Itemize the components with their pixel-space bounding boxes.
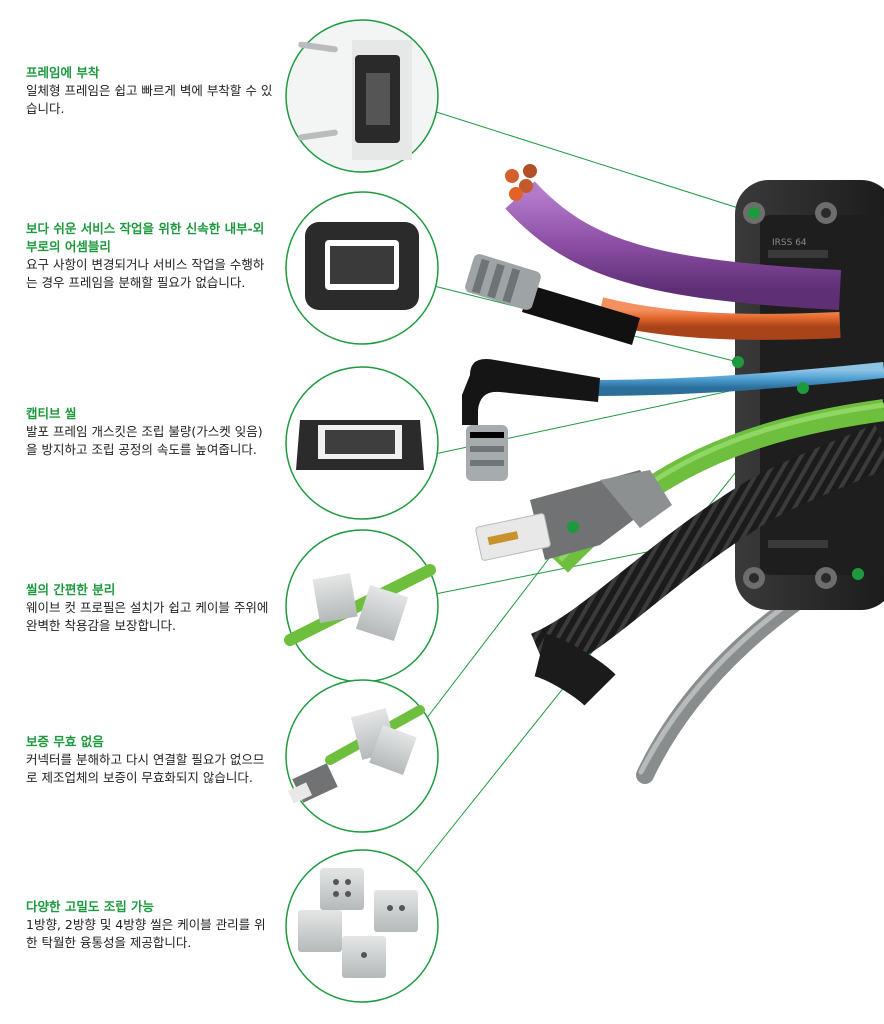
- feature-fast-assembly: 보다 쉬운 서비스 작업을 위한 신속한 내부-외부로의 어셈블리 요구 사항이…: [26, 220, 274, 292]
- feature-captive-seal: 캡티브 씰 발포 프레임 개스킷은 조립 불량(가스켓 잊음)을 방지하고 조립…: [26, 405, 274, 459]
- purple-cable: [505, 181, 842, 310]
- detail-circle-easy-separation: [284, 529, 439, 683]
- feature-title: 캡티브 씰: [26, 406, 77, 421]
- purple-cable-cores: [505, 164, 537, 201]
- feature-desc: 일체형 프레임은 쉽고 빠르게 벽에 부착할 수 있습니다.: [26, 83, 273, 116]
- feature-desc: 발포 프레임 개스킷은 조립 불량(가스켓 잊음)을 방지하고 조립 공정의 속…: [26, 424, 263, 457]
- feature-title: 보증 무효 없음: [26, 734, 104, 749]
- corrugated-conduit: [530, 423, 884, 677]
- feature-multi-density: 다양한 고밀도 조립 가능 1방향, 2방향 및 4방향 씰은 케이블 관리를 …: [26, 898, 274, 952]
- blue-cable: [589, 362, 884, 396]
- rj45-connector: [475, 470, 672, 561]
- feature-warranty: 보증 무효 없음 커넥터를 분해하고 다시 연결할 필요가 없으므로 제조업체의…: [26, 733, 274, 787]
- feature-title: 씰의 간편한 분리: [26, 582, 116, 597]
- product-label: IRSS 64: [772, 238, 807, 248]
- feature-title: 보다 쉬운 서비스 작업을 위한 신속한 내부-외부로의 어셈블리: [26, 221, 265, 254]
- feature-desc: 요구 사항이 변경되거나 서비스 작업을 수행하는 경우 프레임을 분해할 필요…: [26, 257, 265, 290]
- m12-angled-connector: [462, 359, 600, 481]
- feature-desc: 웨이브 컷 프로필은 설치가 쉽고 케이블 주위에 완벽한 착용감을 보장합니다…: [26, 600, 269, 633]
- m12-straight-connector: [465, 254, 640, 345]
- feature-title: 다양한 고밀도 조립 가능: [26, 899, 155, 914]
- detail-circle-frame-mounting: [285, 19, 439, 173]
- feature-desc: 커넥터를 분해하고 다시 연결할 필요가 없으므로 제조업체의 보증이 무효화되…: [26, 752, 265, 785]
- detail-circle-fast-assembly: [285, 191, 439, 345]
- feature-frame-mounting: 프레임에 부착 일체형 프레임은 쉽고 빠르게 벽에 부착할 수 있습니다.: [26, 64, 274, 118]
- feature-desc: 1방향, 2방향 및 4방향 씰은 케이블 관리를 위한 탁월한 융통성을 제공…: [26, 917, 266, 950]
- feature-easy-separation: 씰의 간편한 분리 웨이브 컷 프로필은 설치가 쉽고 케이블 주위에 완벽한 …: [26, 581, 274, 635]
- detail-circle-multi-density: [285, 849, 439, 1003]
- detail-circle-warranty: [285, 679, 439, 833]
- feature-title: 프레임에 부착: [26, 65, 100, 80]
- callout-dots: [567, 207, 864, 580]
- detail-circle-captive-seal: [285, 366, 439, 520]
- cable-entry-frame: IRSS 64: [735, 180, 884, 610]
